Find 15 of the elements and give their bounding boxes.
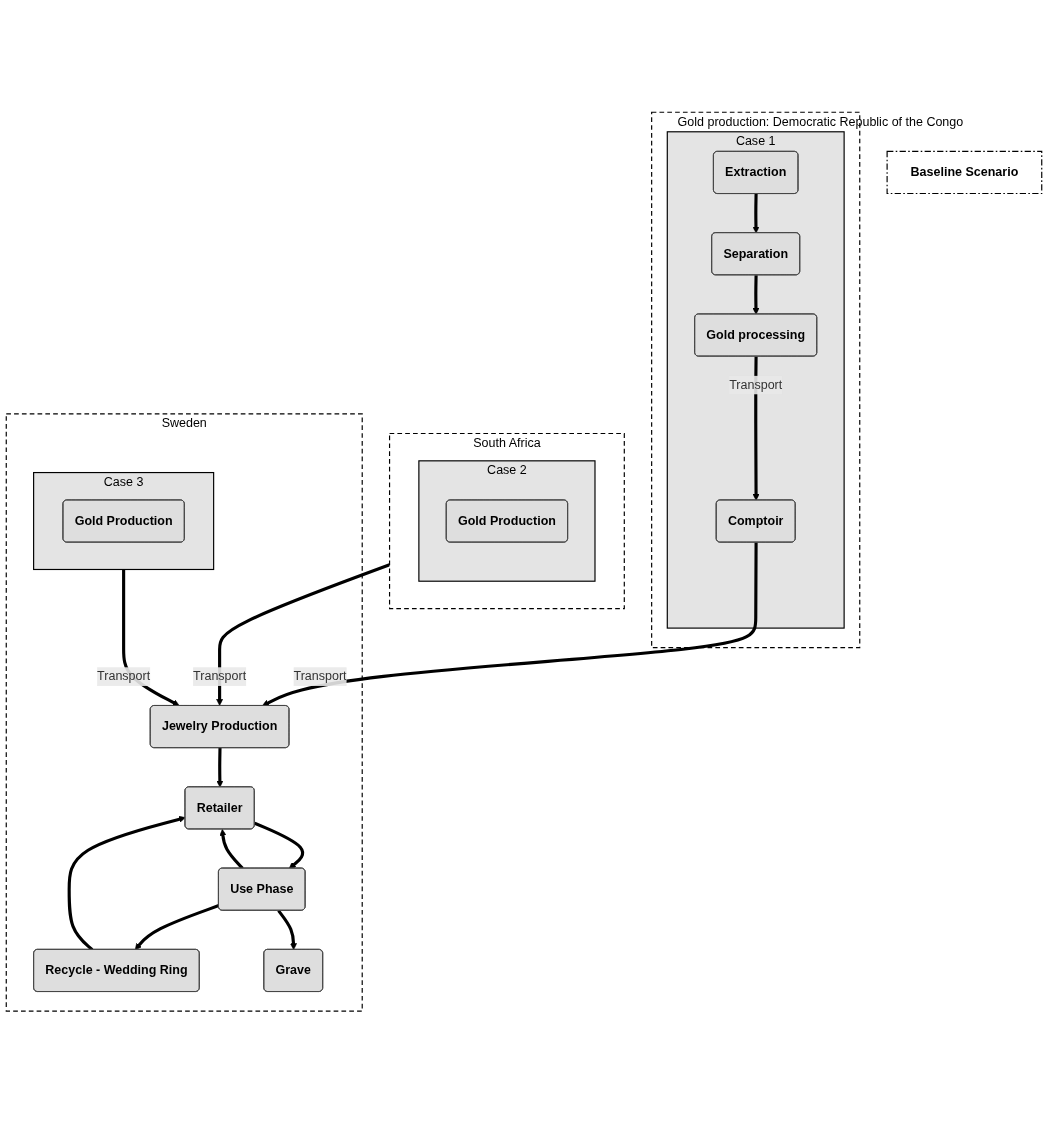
arrow [219, 829, 244, 870]
arrow [752, 194, 760, 234]
arrow [134, 904, 220, 951]
edge-label: Transport [293, 669, 347, 684]
arrow [254, 822, 305, 870]
edge-label: Transport [729, 378, 783, 392]
edge-label: Transport [193, 669, 247, 684]
arrow [752, 275, 760, 315]
node-box: Baseline Scenario [886, 151, 1043, 195]
arrow [216, 748, 224, 788]
edge-label: Transport [97, 669, 151, 684]
arrow [752, 356, 760, 501]
arrow [262, 542, 758, 707]
node-label: Gold production: Democratic Republic of the Congo [677, 114, 964, 129]
arrow [277, 910, 297, 951]
